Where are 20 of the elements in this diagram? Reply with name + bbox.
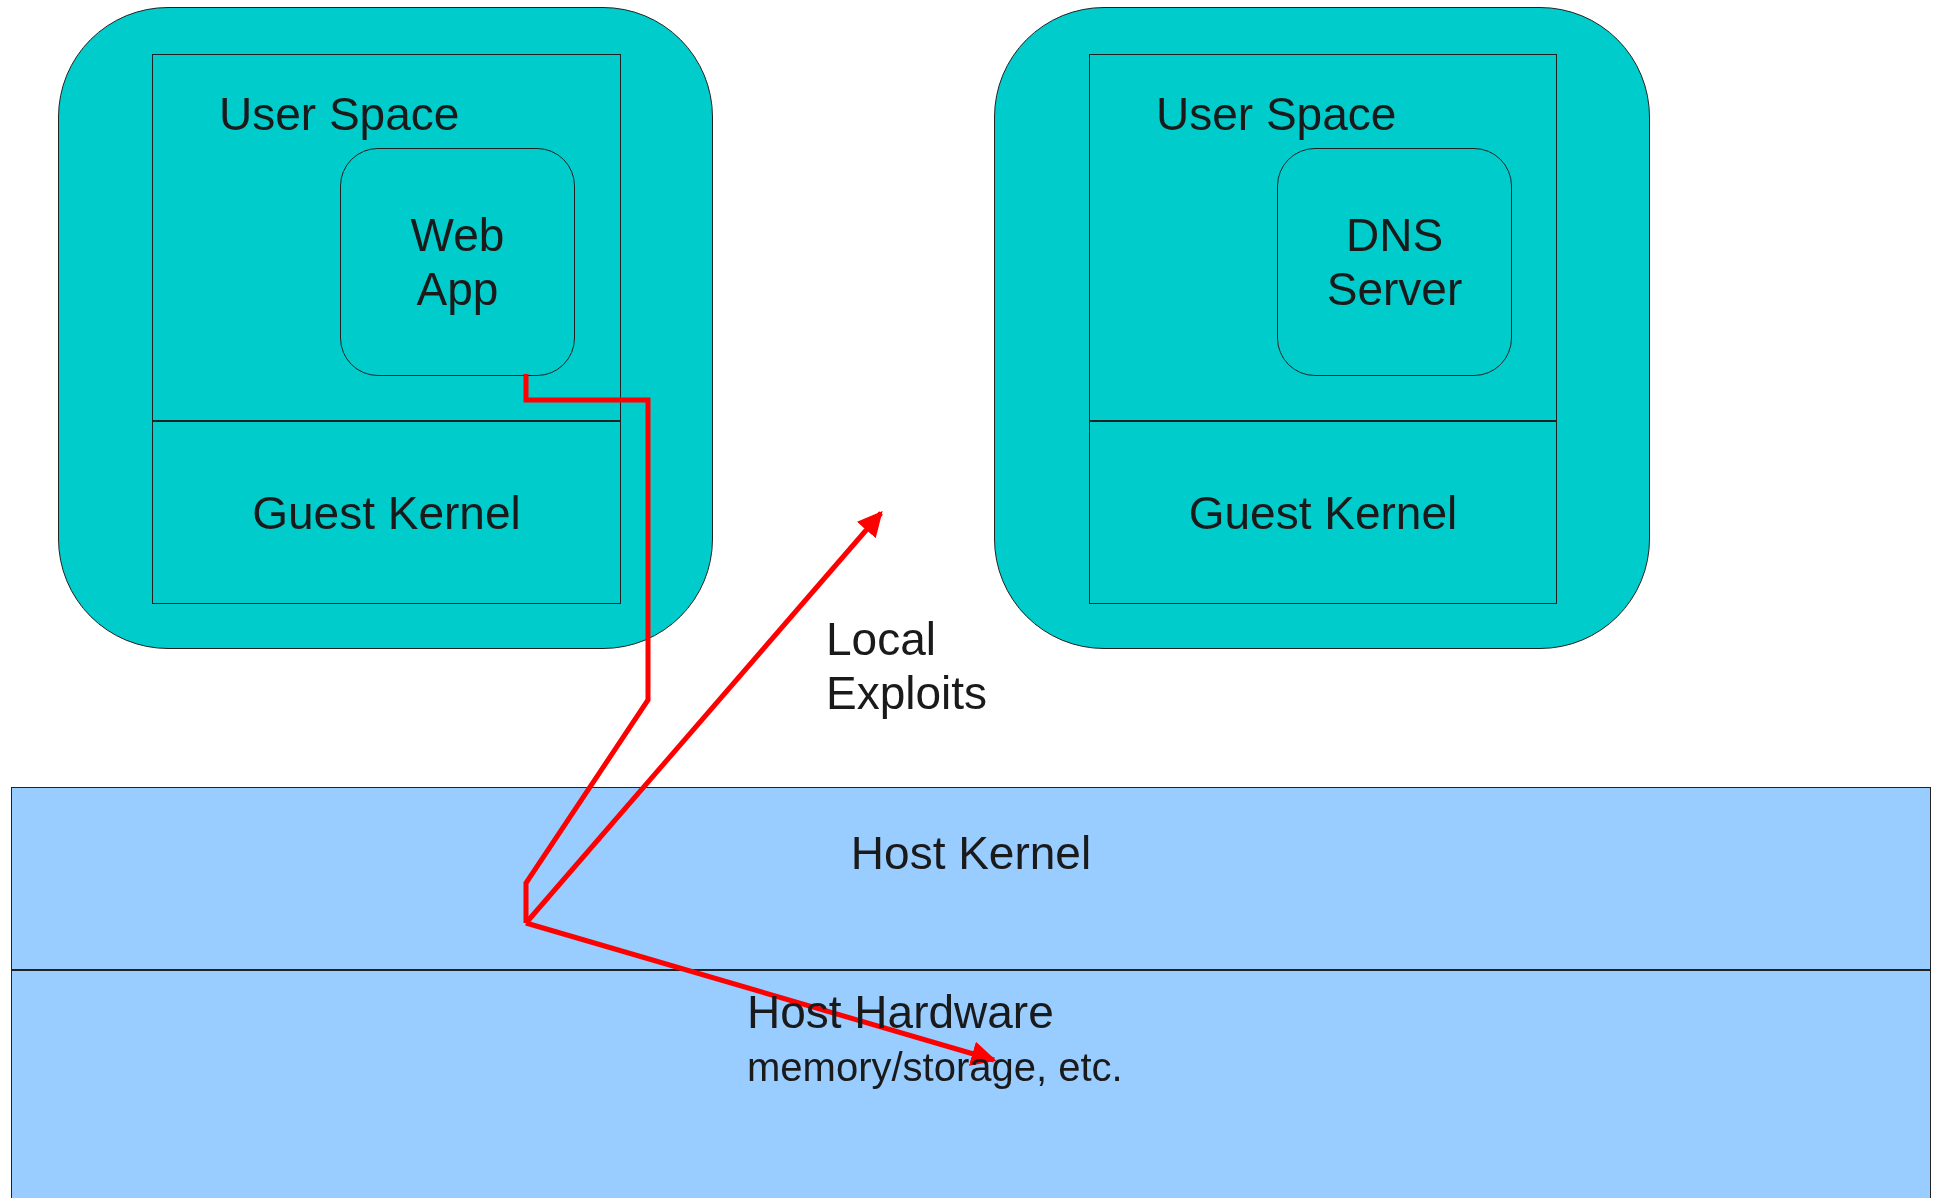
layer-label: Host Kernel	[850, 826, 1092, 880]
description-text: memory/storage, etc.	[747, 1044, 1123, 1091]
layer-label: Guest Kernel	[252, 485, 521, 540]
layer-label: User Space	[219, 87, 460, 141]
layer-label: Web App	[409, 208, 506, 316]
host-hardware-band	[11, 970, 1931, 1198]
virtual-machine-box	[58, 7, 713, 649]
layer-label: DNS Server	[1325, 208, 1464, 316]
kernel-box	[1089, 421, 1557, 604]
layer-label: Host Hardware	[747, 985, 1054, 1039]
layer-label: Guest Kernel	[1188, 485, 1458, 540]
host-kernel-band	[11, 787, 1931, 970]
user-space-box	[152, 54, 621, 421]
application-box	[340, 148, 575, 376]
application-box	[1277, 148, 1512, 376]
layer-label: User Space	[1156, 87, 1397, 141]
user-space-box	[1089, 54, 1557, 421]
virtual-machine-box	[994, 7, 1650, 649]
kernel-box	[152, 421, 621, 604]
arrow	[525, 920, 997, 1066]
